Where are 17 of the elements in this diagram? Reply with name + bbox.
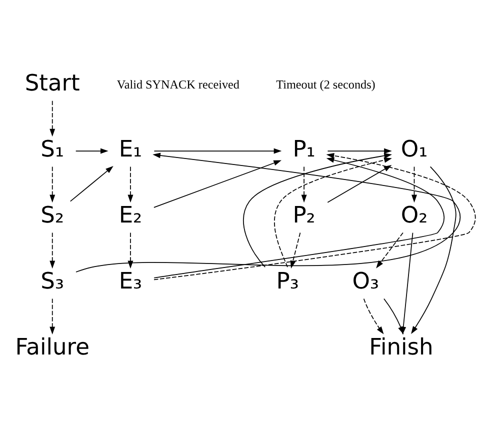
node-text: Start — [24, 70, 80, 97]
node-text: E₃ — [118, 268, 142, 294]
node-text: E₂ — [118, 202, 142, 228]
node-text: O₁ — [400, 136, 428, 163]
node-text: P₁ — [292, 136, 316, 163]
legend-label: Valid SYNACK received — [116, 77, 240, 92]
node-text: O₂ — [400, 202, 428, 228]
node-text: E₁ — [118, 136, 142, 163]
legend-label: Timeout (2 seconds) — [276, 77, 376, 92]
node-text: Failure — [15, 334, 90, 360]
node-text: Finish — [369, 334, 434, 360]
node-text: S₁ — [40, 136, 64, 163]
node-text: S₂ — [40, 202, 64, 228]
node-text: P₃ — [276, 268, 299, 294]
node-text: O₃ — [352, 268, 380, 294]
node-text: P₂ — [292, 202, 316, 228]
node-text: S₃ — [40, 268, 64, 294]
